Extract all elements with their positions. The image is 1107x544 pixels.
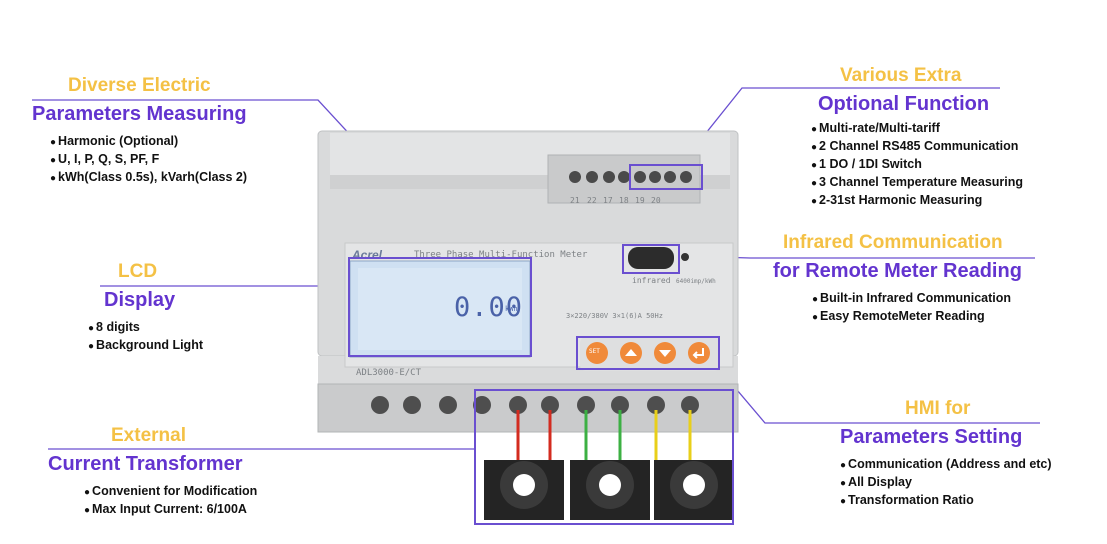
electric-title-line2: Parameters Measuring <box>32 103 247 125</box>
lcd-unit: kWh <box>505 305 518 313</box>
ct-title-line1: External <box>111 425 186 446</box>
electric-bullets: Harmonic (Optional) U, I, P, Q, S, PF, F… <box>50 133 247 187</box>
hmi-bullets: Communication (Address and etc) All Disp… <box>840 456 1052 510</box>
lcd-highlight-box <box>348 257 532 357</box>
optional-title-line1: Various Extra <box>840 65 962 86</box>
ct-bullets: Convenient for Modification Max Input Cu… <box>84 483 257 519</box>
bullet-item: All Display <box>840 474 1052 492</box>
ct-title-line2: Current Transformer <box>48 453 243 475</box>
bullet-item: Communication (Address and etc) <box>840 456 1052 474</box>
infrared-window <box>628 247 674 269</box>
enter-button <box>688 342 710 364</box>
optional-title-line2: Optional Function <box>818 93 990 115</box>
electric-title-line1: Diverse Electric <box>68 75 211 96</box>
bullet-item: 1 DO / 1DI Switch <box>811 156 1023 174</box>
infrared-title-line2: for Remote Meter Reading <box>773 260 1022 282</box>
lcd-value: 0.00 <box>454 292 524 323</box>
hmi-title-line2: Parameters Setting <box>840 426 1023 448</box>
hmi-callout-line <box>714 363 1040 424</box>
set-button-label: SET <box>589 348 600 355</box>
bullet-item: Convenient for Modification <box>84 483 257 501</box>
infrared-highlight-box <box>622 244 680 274</box>
bullet-item: 2 Channel RS485 Communication <box>811 138 1023 156</box>
bullet-item: kWh(Class 0.5s), kVarh(Class 2) <box>50 169 247 187</box>
infrared-title-line1: Infrared Communication <box>783 232 1003 253</box>
lcd-title-line1: LCD <box>118 261 158 282</box>
terminal-highlight-box <box>629 164 703 190</box>
terminal-label: 17 <box>603 196 613 205</box>
hmi-title-line1: HMI for <box>905 398 971 419</box>
bullet-item: 8 digits <box>88 319 203 337</box>
bullet-item: Multi-rate/Multi-tariff <box>811 120 1023 138</box>
product-name: Three Phase Multi-Function Meter <box>414 250 588 260</box>
model-label: ADL3000-E/CT <box>356 368 422 378</box>
optional-bullets: Multi-rate/Multi-tariff 2 Channel RS485 … <box>811 120 1023 210</box>
infrared-label: infrared <box>632 276 671 285</box>
lcd-bullets: 8 digits Background Light <box>88 319 203 355</box>
terminal-label: 21 <box>570 196 580 205</box>
bullet-item: 3 Channel Temperature Measuring <box>811 174 1023 192</box>
terminal-label: 18 <box>619 196 629 205</box>
hmi-highlight-box <box>576 336 720 370</box>
bullet-item: Max Input Current: 6/100A <box>84 501 257 519</box>
pulse-constant: 6400imp/kWh <box>676 278 716 285</box>
set-button <box>586 342 608 364</box>
terminal-label: 20 <box>651 196 661 205</box>
rating-label: 3×220/380V 3×1(6)A 50Hz <box>566 312 663 320</box>
bullet-item: 2-31st Harmonic Measuring <box>811 192 1023 210</box>
bullet-item: Built-in Infrared Communication <box>812 290 1011 308</box>
bullet-item: U, I, P, Q, S, PF, F <box>50 151 247 169</box>
bullet-item: Easy RemoteMeter Reading <box>812 308 1011 326</box>
terminal-label: 19 <box>635 196 645 205</box>
energy-meter-illustration <box>317 130 739 520</box>
lcd-title-line2: Display <box>104 289 176 311</box>
infrared-bullets: Built-in Infrared Communication Easy Rem… <box>812 290 1011 326</box>
bullet-item: Transformation Ratio <box>840 492 1052 510</box>
ct-highlight-box <box>474 389 734 525</box>
terminal-label: 22 <box>587 196 597 205</box>
bullet-item: Background Light <box>88 337 203 355</box>
bullet-item: Harmonic (Optional) <box>50 133 247 151</box>
